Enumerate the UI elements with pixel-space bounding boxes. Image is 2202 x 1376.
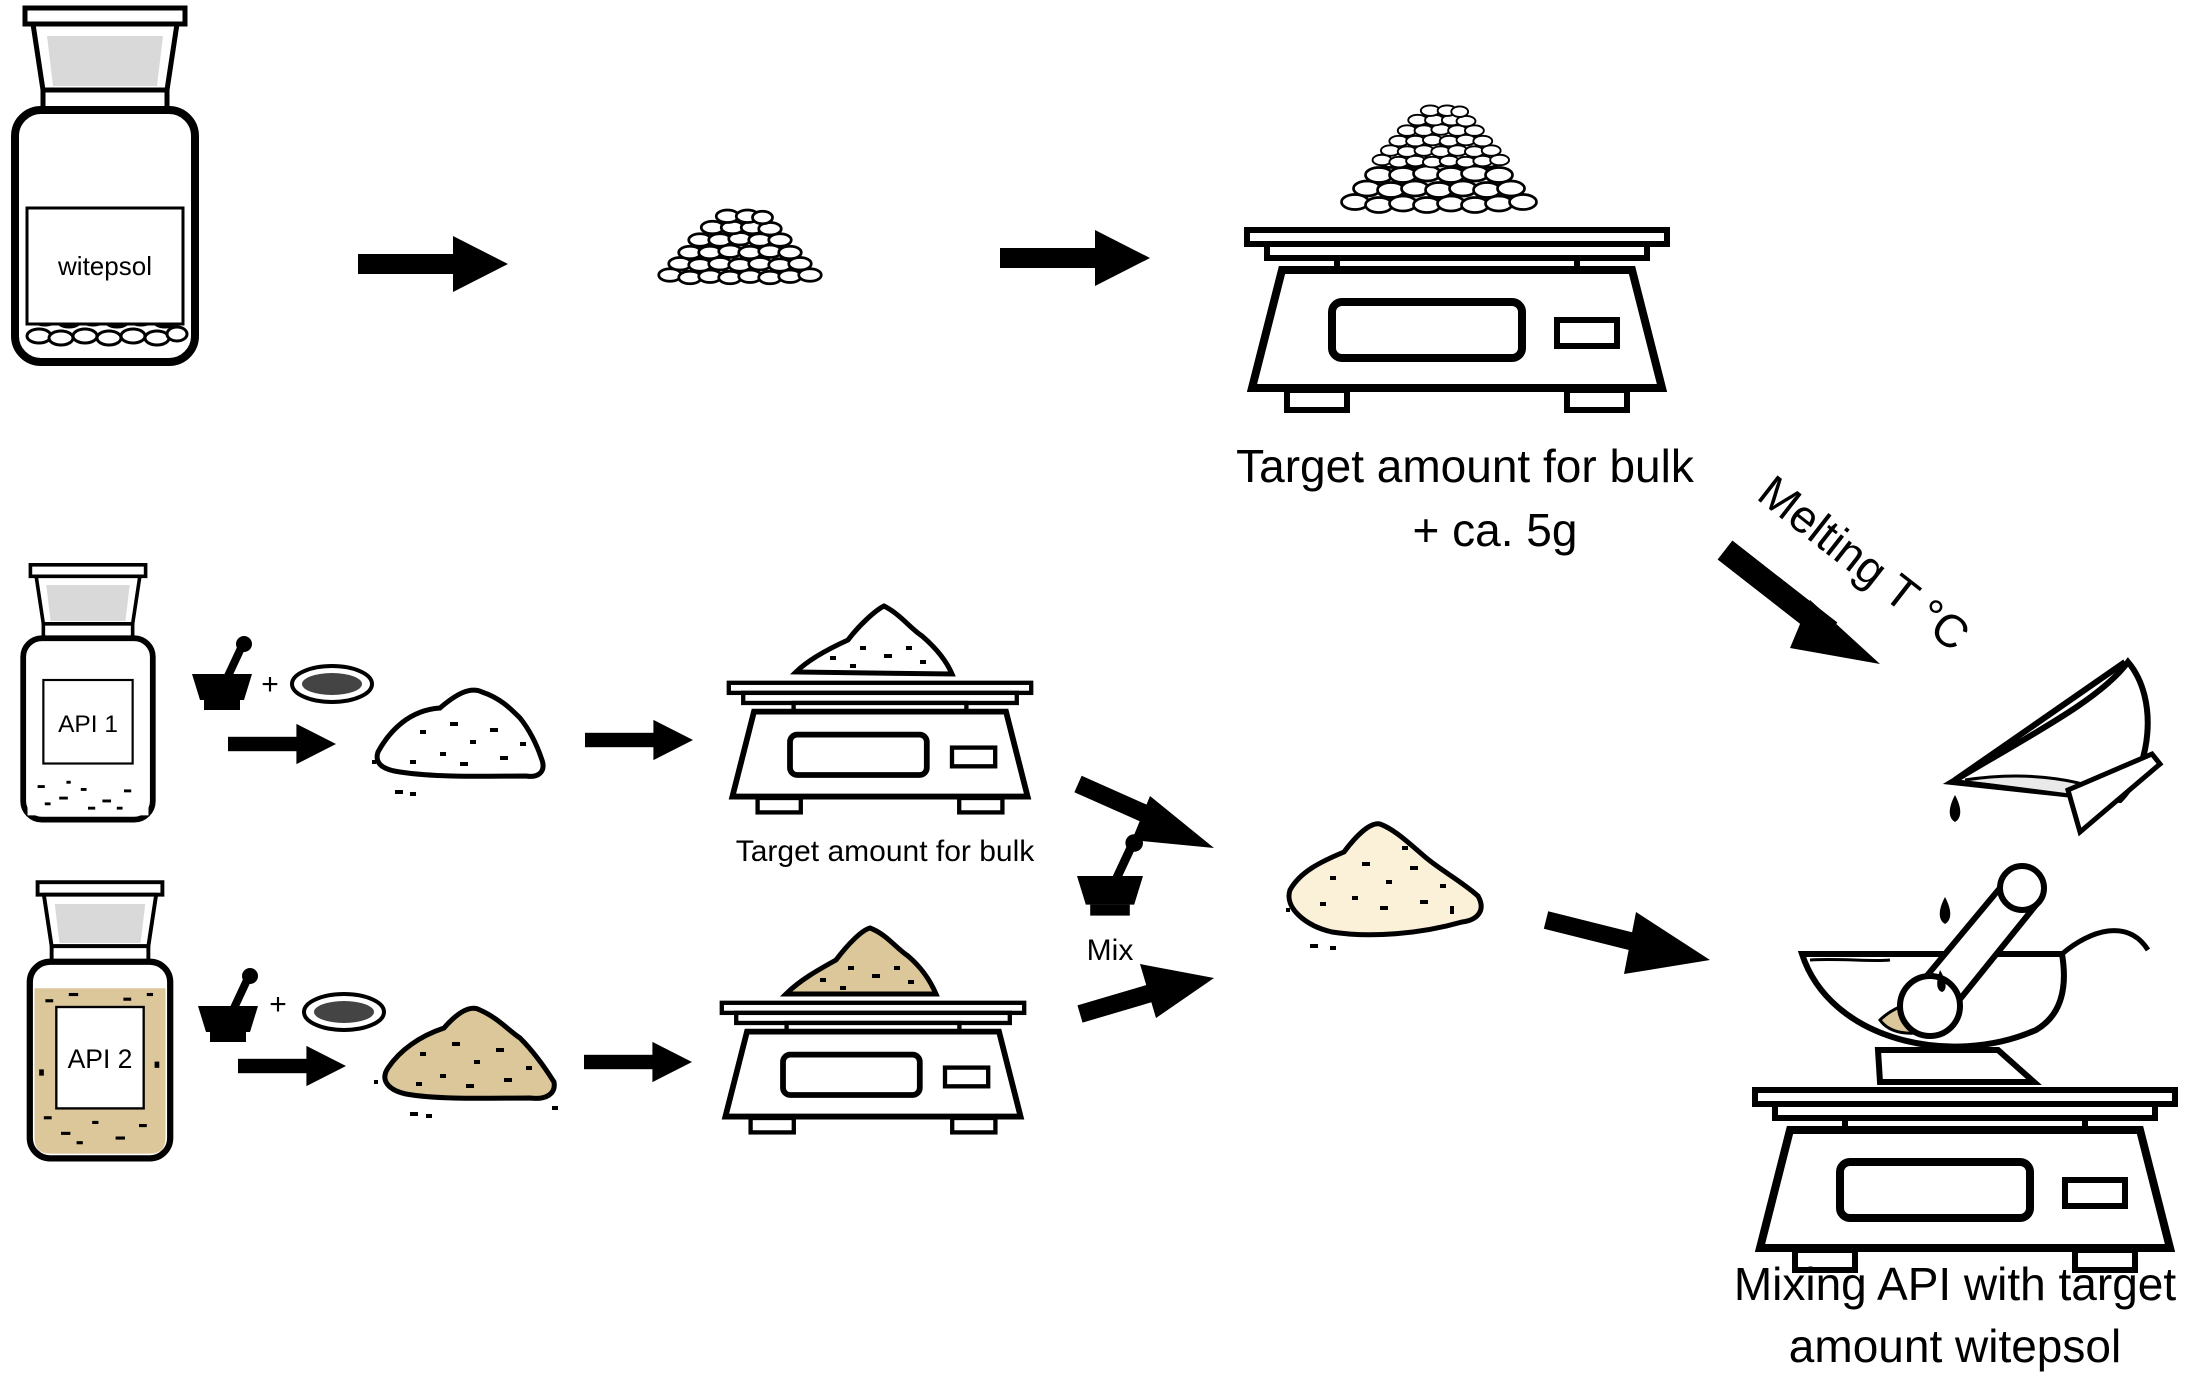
mortar-icon-api2	[198, 968, 258, 1042]
api1-powder-pile	[372, 687, 546, 796]
arrow-right-2	[1000, 230, 1150, 286]
bulk-scale	[1247, 230, 1667, 410]
arrow-right-api1-1	[228, 723, 336, 765]
api1-scale-powder	[790, 603, 956, 677]
api2-jar-label: API 2	[68, 1044, 133, 1074]
final-label-line2: amount witepsol	[1789, 1320, 2121, 1372]
witepsol-jar-label: witepsol	[57, 251, 152, 281]
sieve-icon-api2	[302, 992, 386, 1032]
arrow-right-api1-2	[585, 719, 693, 761]
api2-jar: API 2	[30, 882, 170, 1158]
witepsol-jar: witepsol	[15, 8, 195, 362]
mixing-mortar	[1797, 863, 2151, 1085]
bulk-scale-pellets	[1340, 104, 1538, 214]
melting-label: Melting T °C	[1749, 465, 1980, 661]
mix-arrow-top	[1074, 775, 1214, 848]
melting-arrow	[1717, 540, 1880, 664]
api2-scale-powder	[779, 925, 940, 997]
arrow-right-1	[358, 236, 508, 292]
witepsol-pellets-pile	[657, 208, 823, 286]
mix-arrow-bottom	[1077, 964, 1214, 1023]
mortar-icon-api1	[192, 636, 252, 710]
arrow-right-api2-1	[238, 1045, 346, 1087]
mix-mortar-icon	[1077, 834, 1143, 915]
api2-scale	[722, 1003, 1024, 1133]
api1-weigh-label: Target amount for bulk	[736, 835, 1035, 868]
pouring-bowl	[1939, 657, 2164, 924]
arrow-right-api2-2	[584, 1041, 692, 1083]
api2-powder-pile	[374, 1005, 558, 1118]
mix-label: Mix	[1087, 934, 1134, 967]
plus-api1: +	[261, 668, 279, 701]
api1-jar: API 1	[23, 565, 153, 820]
mixed-powder-pile	[1286, 821, 1484, 950]
final-label-line1: Mixing API with target	[1734, 1258, 2177, 1310]
plus-api2: +	[269, 988, 287, 1021]
bulk-weigh-label-line1: Target amount for bulk	[1236, 440, 1695, 492]
sieve-icon-api1	[290, 664, 374, 704]
final-scale	[1755, 1090, 2175, 1270]
api1-jar-label: API 1	[58, 711, 118, 738]
api1-scale	[729, 683, 1031, 813]
arrow-to-final	[1543, 911, 1710, 974]
bulk-weigh-label-line2: + ca. 5g	[1413, 504, 1578, 556]
